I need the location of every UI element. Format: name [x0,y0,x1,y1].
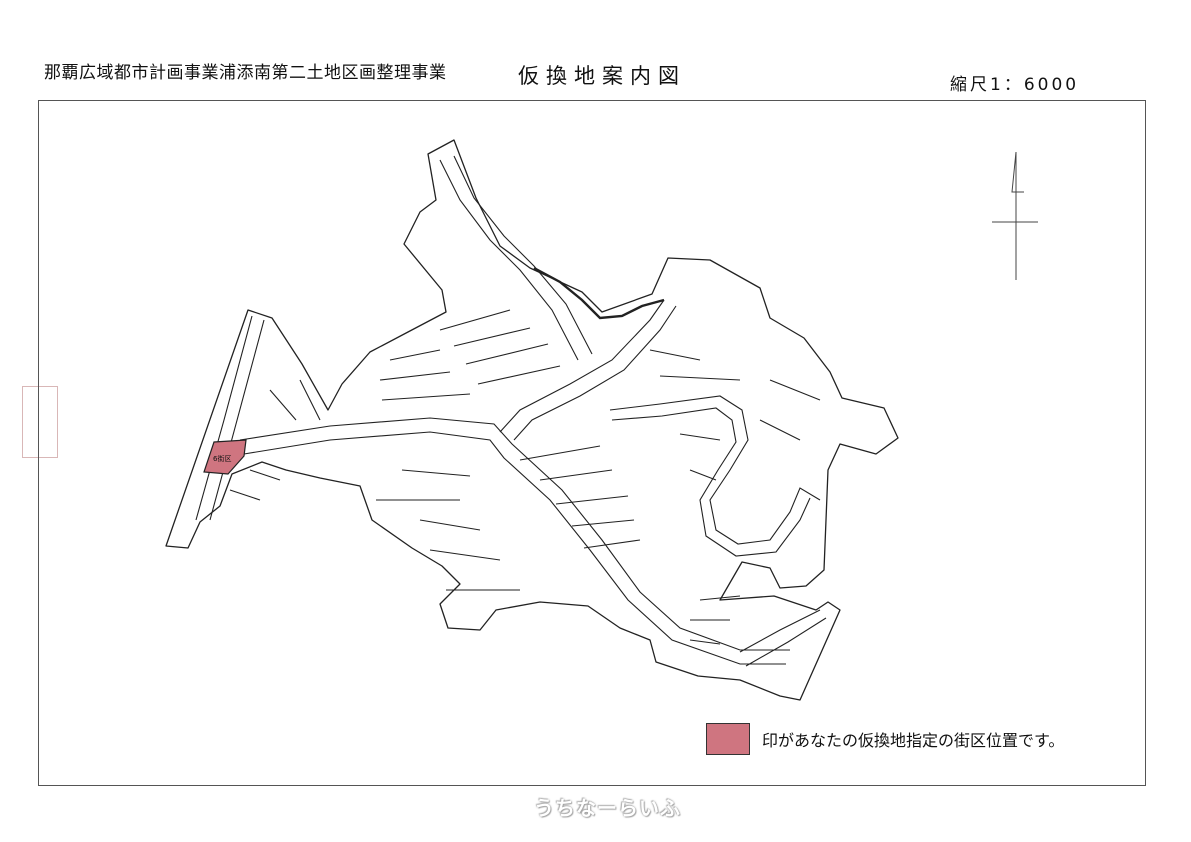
header: 那覇広域都市計画事業浦添南第二土地区画整理事業 仮換地案内図 縮尺1：6000 [0,0,1191,100]
side-stamp [22,386,58,458]
road-network [195,155,827,667]
legend-text: 印があなたの仮換地指定の街区位置です。 [762,731,1065,750]
highlighted-block-6: 6街区 [203,439,247,475]
map-title: 仮換地案内図 [518,64,686,88]
watermark: うちなーらいふ [534,796,681,820]
district-boundary [165,139,899,701]
project-title: 那覇広域都市計画事業浦添南第二土地区画整理事業 [44,63,447,83]
district-map: 6街区 [165,139,1038,701]
north-arrow-icon [992,151,1038,280]
legend-swatch [706,723,750,755]
scale-label: 縮尺1：6000 [950,75,1080,95]
map-frame [38,100,1146,786]
block-label: 6街区 [213,454,231,463]
legend: 印があなたの仮換地指定の街区位置です。 [706,722,1064,756]
